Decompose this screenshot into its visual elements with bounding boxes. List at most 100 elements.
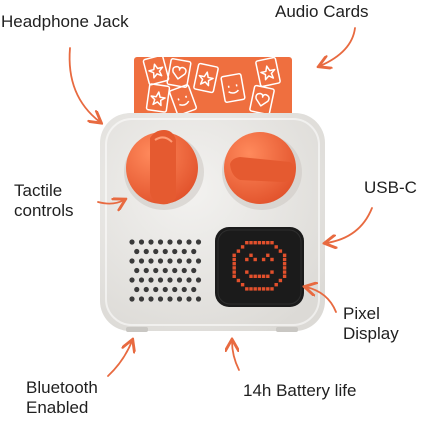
- speaker-hole: [186, 296, 192, 302]
- speaker-hole: [172, 248, 178, 255]
- face-pixel: [257, 241, 262, 245]
- face-pixel: [236, 278, 241, 283]
- speaker-hole: [143, 248, 149, 255]
- face-pixel: [274, 245, 278, 249]
- speaker-hole: [129, 258, 135, 264]
- speaker-hole: [191, 248, 197, 255]
- speaker-hole: [195, 258, 202, 264]
- speaker-hole: [148, 258, 154, 264]
- right-knob[interactable]: [222, 132, 302, 210]
- face-pixel: [253, 274, 257, 278]
- label-headphone-jack: Headphone Jack: [1, 12, 129, 31]
- left-knob[interactable]: [124, 130, 204, 210]
- face-pixel: [270, 270, 274, 274]
- face-pixel: [270, 287, 274, 291]
- speaker-hole: [176, 239, 183, 245]
- speaker-hole: [186, 258, 192, 264]
- face-pixel: [232, 257, 236, 262]
- face-pixel: [257, 274, 262, 278]
- speaker-hole: [167, 277, 173, 283]
- arrow-bluetooth: [107, 341, 132, 377]
- face-pixel: [261, 274, 266, 278]
- face-pixel: [261, 257, 266, 262]
- speaker-hole: [176, 296, 183, 302]
- face-pixel: [282, 266, 287, 270]
- face-pixel: [249, 241, 253, 245]
- speaker-hole: [129, 239, 135, 245]
- face-pixel: [245, 287, 249, 291]
- face-pixel: [282, 262, 287, 266]
- face-pixel: [282, 257, 287, 262]
- label-usb-c: USB-C: [364, 178, 417, 197]
- face-pixel: [236, 249, 241, 253]
- speaker-hole: [134, 267, 140, 274]
- speaker-hole: [172, 267, 178, 274]
- smiley-card-icon: [168, 84, 198, 116]
- speaker-hole: [148, 239, 154, 245]
- speaker-hole: [157, 258, 164, 264]
- speaker-hole: [195, 296, 202, 302]
- speaker-hole: [153, 286, 159, 293]
- face-pixel: [266, 253, 270, 257]
- label-audio-cards: Audio Cards: [275, 2, 369, 21]
- speaker-hole: [157, 296, 164, 302]
- face-pixel: [249, 274, 253, 278]
- speaker-hole: [129, 277, 135, 283]
- face-pixel: [270, 257, 274, 262]
- speaker-hole: [172, 286, 178, 293]
- face-pixel: [240, 283, 245, 287]
- star-card-icon: [255, 56, 281, 88]
- face-pixel: [282, 270, 287, 274]
- speaker-hole: [167, 258, 173, 264]
- speaker-grill: [129, 239, 202, 302]
- speaker-hole: [138, 296, 145, 302]
- face-pixel: [240, 245, 245, 249]
- face-pixel: [253, 241, 257, 245]
- arrow-headphone-jack: [68, 47, 100, 122]
- speaker-hole: [181, 267, 187, 274]
- star-card-icon: [145, 83, 171, 113]
- arrow-pixel-display: [306, 287, 337, 313]
- audio-card: [134, 54, 292, 129]
- speaker-hole: [181, 286, 187, 293]
- arrow-battery: [232, 341, 240, 371]
- face-pixel: [278, 278, 283, 283]
- face-pixel: [261, 241, 266, 245]
- speaker-hole: [191, 267, 197, 274]
- speaker-hole: [186, 239, 192, 245]
- face-pixel: [253, 257, 257, 262]
- face-pixel: [282, 274, 287, 278]
- face-pixel: [253, 287, 257, 291]
- speaker-hole: [143, 286, 149, 293]
- speaker-hole: [191, 286, 197, 293]
- smiley-card-icon: [220, 73, 246, 103]
- face-pixel: [232, 266, 236, 270]
- label-battery: 14h Battery life: [243, 381, 357, 400]
- arrow-usb-c: [326, 207, 373, 243]
- speaker-hole: [138, 258, 145, 264]
- speaker-hole: [148, 296, 154, 302]
- speaker-hole: [129, 296, 135, 302]
- speaker-hole: [138, 277, 145, 283]
- speaker-hole: [162, 286, 168, 293]
- speaker-hole: [148, 277, 154, 283]
- face-pixel: [245, 257, 249, 262]
- speaker-hole: [157, 277, 164, 283]
- speaker-hole: [134, 248, 140, 255]
- speaker-hole: [181, 248, 187, 255]
- face-pixel: [270, 241, 274, 245]
- speaker-hole: [138, 239, 145, 245]
- face-pixel: [245, 270, 249, 274]
- face-pixel: [266, 241, 270, 245]
- face-pixel: [245, 241, 249, 245]
- face-pixel: [274, 283, 278, 287]
- label-bluetooth: Bluetooth Enabled: [26, 378, 98, 417]
- speaker-hole: [195, 239, 202, 245]
- speaker-hole: [162, 248, 168, 255]
- pixel-display: [215, 227, 304, 307]
- face-pixel: [257, 287, 262, 291]
- label-pixel-display: Pixel Display: [343, 304, 399, 343]
- speaker-hole: [195, 277, 202, 283]
